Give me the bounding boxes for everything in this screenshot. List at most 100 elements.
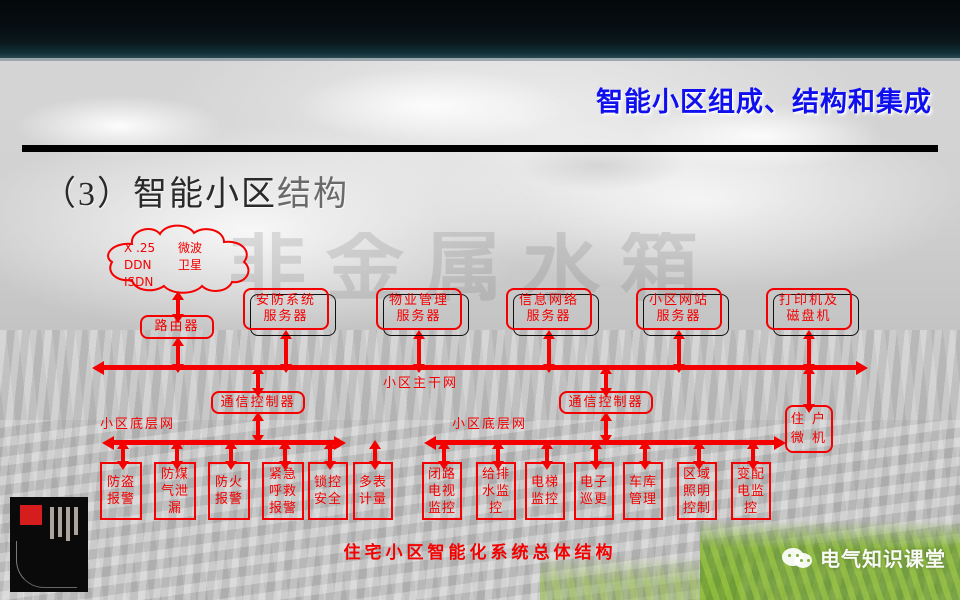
foliage-texture: [700, 520, 960, 600]
connector-backbone-resident: [807, 373, 811, 405]
section-heading-main: （3）智能小区: [42, 176, 277, 213]
server-box-website: 小区网站 服务器: [636, 288, 722, 330]
communication-controller-2: 通信控制器: [559, 391, 653, 414]
cloud-label-ddn: DDN: [124, 258, 152, 272]
terminal-box-fire-alarm: 防火报警: [208, 462, 250, 520]
connector-terminal-l5: [328, 448, 332, 462]
connector-server-1: [284, 338, 288, 365]
connector-server-3: [547, 338, 551, 365]
diagram-caption: 住宅小区智能化系统总体结构: [343, 543, 617, 563]
resident-pc-line2: 微 机: [790, 431, 828, 446]
top-banner-edge: [0, 58, 960, 61]
section-heading-accent: 结构: [277, 176, 349, 213]
slide-title: 智能小区组成、结构和集成: [596, 87, 932, 117]
connector-controller-2-subnet: [604, 420, 608, 436]
terminal-label: 紧急呼救报警: [268, 466, 297, 516]
connector-terminal-r6: [697, 448, 701, 462]
terminal-label: 防煤气泄漏: [160, 466, 189, 516]
terminal-label: 给排水监控: [481, 466, 510, 516]
terminal-box-burglar-alarm: 防盗报警: [100, 462, 142, 520]
backbone-bus-label: 小区主干网: [383, 376, 459, 391]
connector-backbone-controller-1: [256, 373, 260, 389]
server-label-line1: 安防系统: [255, 293, 316, 308]
top-banner-bar: [0, 0, 960, 58]
server-label-line1: 信息网络: [518, 293, 579, 308]
terminal-label: 区域照明控制: [682, 466, 711, 516]
connector-terminal-r3: [545, 448, 549, 462]
terminal-label: 闭路电视监控: [427, 466, 456, 516]
server-label-line2: 磁盘机: [786, 309, 832, 324]
router-label: 路由器: [154, 319, 200, 334]
server-shadow-4: [643, 294, 729, 336]
ink-brush-stroke: [16, 541, 77, 588]
server-label-line1: 小区网站: [648, 293, 709, 308]
terminal-box-power-distribution: 变配电监控: [731, 462, 771, 520]
connector-terminal-l6: [373, 448, 377, 462]
connector-terminal-l1: [121, 448, 125, 462]
controller-label: 通信控制器: [568, 394, 644, 410]
server-label-line1: 物业管理: [388, 293, 449, 308]
cloud-label-microwave: 微波: [178, 241, 203, 255]
terminal-box-cctv: 闭路电视监控: [422, 462, 462, 520]
terminal-box-emergency-call: 紧急呼救报警: [262, 462, 304, 520]
server-label-line2: 服务器: [526, 309, 572, 324]
cloud-shape-icon: [107, 224, 250, 294]
connector-terminal-r7: [751, 448, 755, 462]
terminal-label: 电梯监控: [530, 475, 559, 507]
calligraphy-column: [50, 507, 54, 539]
connector-server-4: [677, 338, 681, 365]
connector-terminal-r2: [496, 448, 500, 462]
server-box-property: 物业管理 服务器: [376, 288, 462, 330]
section-heading: （3）智能小区结构: [42, 166, 349, 215]
terminal-label: 防火报警: [214, 475, 243, 507]
terminal-box-lock-security: 锁控安全: [308, 462, 348, 520]
connector-terminal-r1: [442, 448, 446, 462]
connector-server-5: [807, 338, 811, 365]
cloud-label-satellite: 卫星: [178, 258, 203, 272]
terminal-label: 多表计量: [358, 475, 387, 507]
server-shadow-2: [383, 294, 469, 336]
server-label-line2: 服务器: [396, 309, 442, 324]
wan-cloud-labels: X .25 微波 DDN 卫星 ISDN: [124, 240, 236, 291]
connector-terminal-l2: [175, 448, 179, 462]
cloud-label-isdn: ISDN: [124, 275, 154, 289]
terminal-box-gas-leak: 防煤气泄漏: [154, 462, 196, 520]
connector-controller-1-subnet: [256, 420, 260, 436]
controller-label: 通信控制器: [220, 394, 296, 410]
subnet-label-left: 小区底层网: [100, 417, 176, 432]
connector-backbone-controller-2: [604, 373, 608, 389]
connector-cloud-router: [176, 299, 180, 315]
channel-watermark: 电气知识课堂: [782, 543, 946, 572]
wechat-dot: [796, 553, 799, 557]
terminal-box-water-supply: 给排水监控: [476, 462, 516, 520]
server-shadow-5: [773, 294, 859, 336]
channel-watermark-text: 电气知识课堂: [820, 547, 946, 571]
server-box-security: 安防系统 服务器: [243, 288, 329, 330]
subnet-label-right: 小区底层网: [452, 417, 528, 432]
server-shadow-1: [250, 294, 336, 336]
terminal-box-multi-meter: 多表计量: [353, 462, 393, 520]
terminal-label: 电子巡更: [579, 475, 608, 507]
resident-pc-line1: 住 户: [790, 412, 828, 427]
terminal-label: 车库管理: [628, 475, 657, 507]
communication-controller-1: 通信控制器: [211, 391, 305, 414]
terminal-label: 防盗报警: [106, 475, 135, 507]
subnet-bus-left: [113, 440, 335, 445]
title-divider-rule: [22, 145, 938, 152]
terminal-box-garage: 车库管理: [623, 462, 663, 520]
background-watermark-text: 非金属水箱: [228, 232, 719, 302]
connector-server-2: [417, 338, 421, 365]
connector-terminal-r5: [643, 448, 647, 462]
terminal-label: 锁控安全: [313, 475, 342, 507]
cloud-label-x25: X .25: [124, 241, 156, 255]
connector-terminal-r4: [594, 448, 598, 462]
wan-cloud: X .25 微波 DDN 卫星 ISDN: [100, 222, 260, 297]
server-box-information: 信息网络 服务器: [506, 288, 592, 330]
server-label-line2: 服务器: [656, 309, 702, 324]
server-label-line2: 服务器: [263, 309, 309, 324]
red-seal-icon: [20, 505, 42, 525]
router-box: 路由器: [140, 315, 214, 339]
wechat-dot: [800, 558, 803, 562]
decorative-painting-image: [10, 497, 88, 592]
